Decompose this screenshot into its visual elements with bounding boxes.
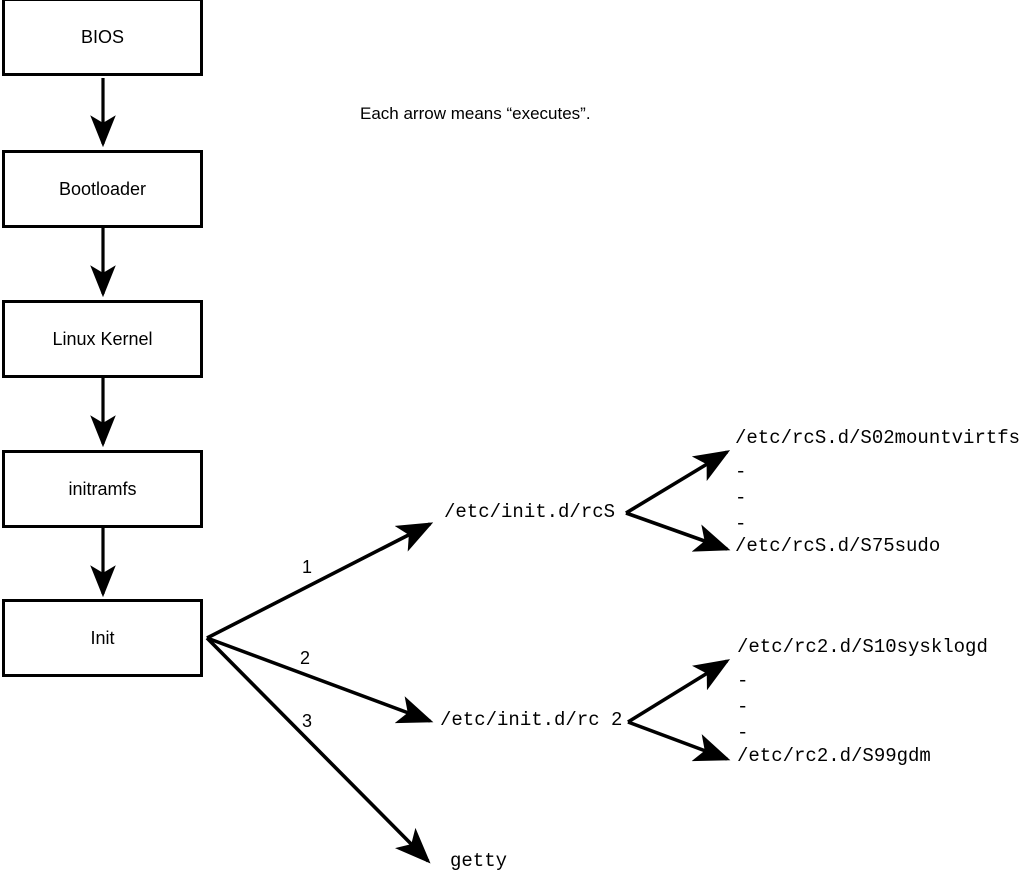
- arrow-rcS-to-last-script: [625, 511, 731, 552]
- rc2-fanout-arrows: [627, 659, 731, 762]
- label-etc-init-d-rcS[interactable]: /etc/init.d/rcS: [444, 501, 616, 523]
- arrow-rc2-to-first-script: [627, 659, 731, 724]
- label-rc2-first-script[interactable]: /etc/rc2.d/S10sysklogd: [737, 636, 988, 658]
- init-fanout-arrows: [205, 522, 434, 864]
- rcS-ellipsis-dash-2: -: [735, 487, 747, 509]
- arrow-rc2-to-last-script: [627, 720, 731, 762]
- arrow-init-to-getty: [205, 636, 431, 864]
- rcS-fanout-arrows: [625, 450, 731, 552]
- node-init-label: Init: [90, 628, 115, 648]
- label-etc-init-d-rc-2[interactable]: /etc/init.d/rc 2: [440, 709, 623, 731]
- edge-number-1: 1: [302, 557, 313, 577]
- edge-number-2: 2: [300, 648, 311, 668]
- node-linux-kernel-label: Linux Kernel: [52, 329, 153, 349]
- node-bootloader-label: Bootloader: [58, 179, 147, 199]
- node-linux-kernel[interactable]: Linux Kernel: [2, 300, 203, 378]
- node-bios[interactable]: BIOS: [2, 0, 203, 76]
- label-rcS-last-script[interactable]: /etc/rcS.d/S75sudo: [735, 535, 941, 557]
- label-rcS-first-script[interactable]: /etc/rcS.d/S02mountvirtfs: [735, 427, 1021, 449]
- edge-number-3: 3: [302, 711, 313, 731]
- rc2-ellipsis-dash-2: -: [737, 696, 749, 718]
- rcS-ellipsis-dash-1: -: [735, 461, 747, 483]
- label-rc2-last-script[interactable]: /etc/rc2.d/S99gdm: [737, 745, 931, 767]
- arrow-init-to-rcS: [206, 522, 434, 640]
- node-bootloader[interactable]: Bootloader: [2, 150, 203, 228]
- arrow-init-to-rc2: [206, 636, 434, 724]
- node-init[interactable]: Init: [2, 599, 203, 677]
- arrow-rcS-to-first-script: [625, 450, 731, 515]
- node-initramfs-label: initramfs: [68, 479, 137, 499]
- rcS-ellipsis-dash-3: -: [735, 513, 747, 535]
- rc2-ellipsis-dash-1: -: [737, 670, 749, 692]
- node-initramfs[interactable]: initramfs: [2, 450, 203, 528]
- rc2-ellipsis-dash-3: -: [737, 722, 749, 744]
- label-getty[interactable]: getty: [450, 850, 508, 872]
- node-bios-label: BIOS: [80, 27, 124, 47]
- caption-text: Each arrow means “executes”.: [360, 104, 591, 123]
